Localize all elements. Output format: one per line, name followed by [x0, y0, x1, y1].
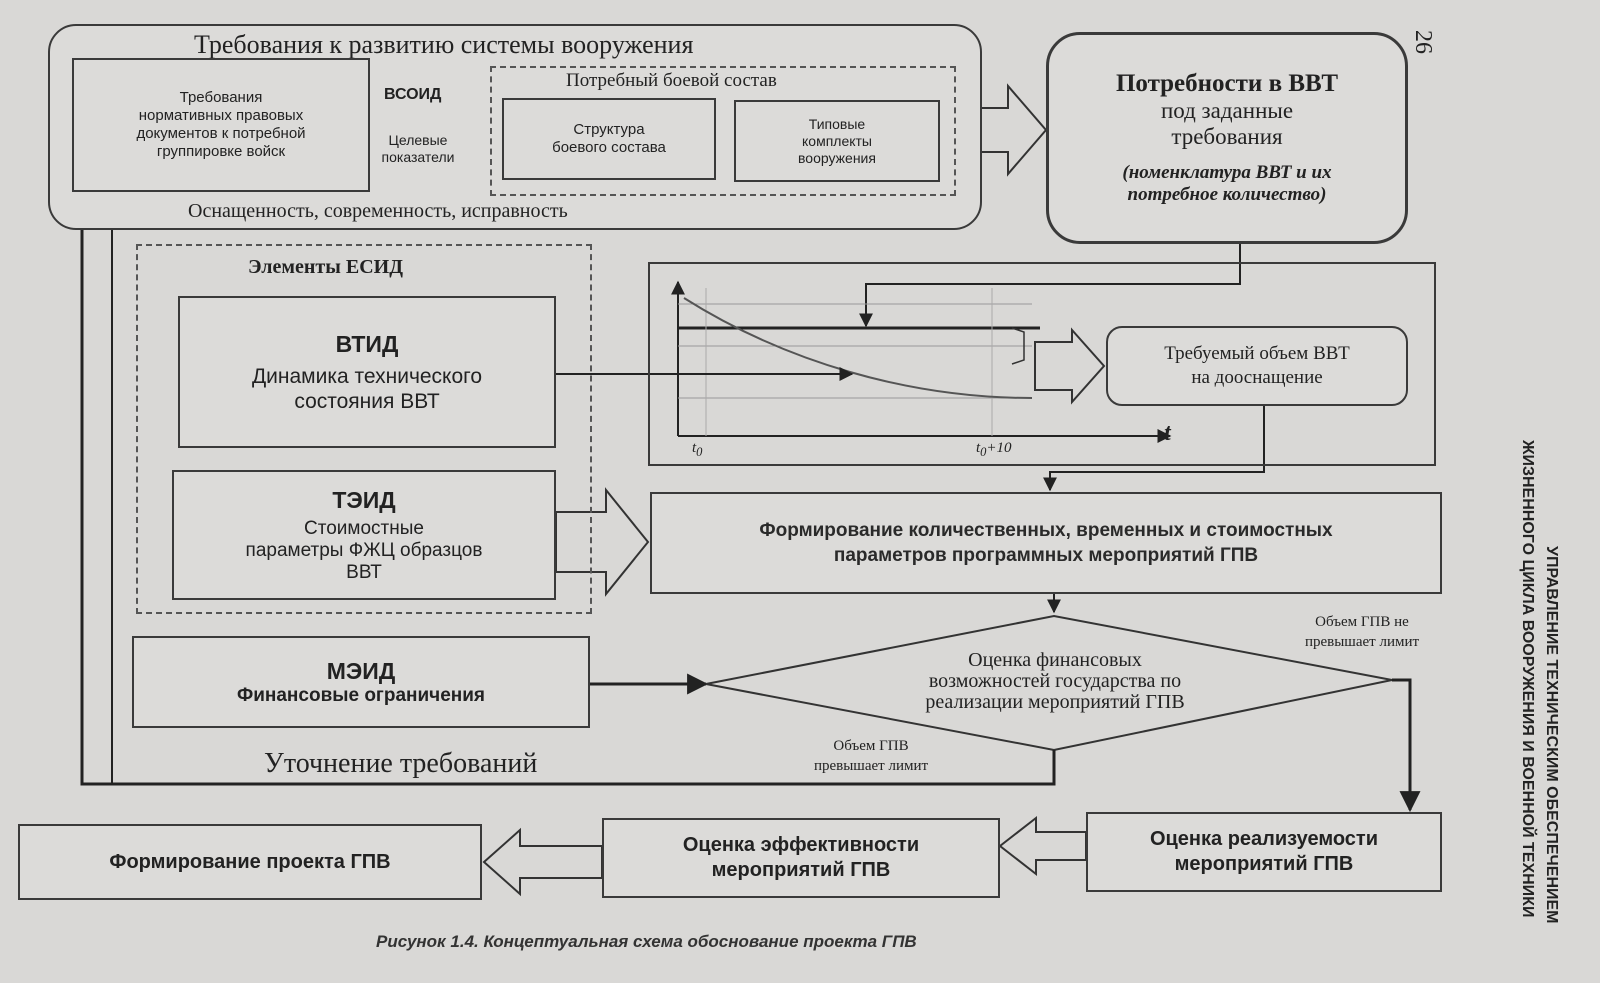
meid-text: Финансовые ограничения: [236, 684, 486, 706]
normative-line-3: документов к потребной: [136, 125, 306, 142]
sets-line-3: вооружения: [798, 149, 876, 166]
combat-composition-group: [490, 66, 956, 196]
teid-line-2: параметры ФЖЦ образцов: [245, 539, 483, 561]
needs-note-2: потребное количество): [1127, 184, 1327, 205]
forming-line-1: Формирование количественных, временных и…: [759, 520, 1333, 541]
graph-axis-t: t: [1164, 420, 1171, 446]
line-diamond-to-feasibility: [1392, 678, 1421, 813]
needs-subtitle-2: требования: [1171, 124, 1283, 149]
sets-line-1: Типовые: [808, 115, 866, 132]
feasibility-line-1: Оценка реализуемости: [1149, 828, 1379, 850]
required-line-1: Требуемый объем ВВТ: [1164, 343, 1350, 364]
sets-line-2: комплекты: [802, 132, 872, 149]
forming-project-box: Формирование проекта ГПВ: [18, 824, 482, 900]
requirements-title: Требования к развитию системы вооружения: [194, 30, 694, 59]
exceeds-line-1: Объем ГПВ: [833, 738, 909, 754]
arrow-label-vsoid: ВСОИД: [384, 86, 442, 103]
structure-box: Структура боевого состава: [502, 98, 716, 180]
diamond-line-1: Оценка финансовых: [968, 649, 1142, 671]
required-volume-box: Требуемый объем ВВТ на дооснащение: [1106, 326, 1408, 406]
normative-docs-box: Требования нормативных правовых документ…: [72, 58, 370, 192]
efficiency-line-1: Оценка эффективности: [682, 834, 920, 856]
efficiency-line-2: мероприятий ГПВ: [711, 859, 891, 881]
not-exceeds-line-1: Объем ГПВ не: [1315, 614, 1409, 630]
not-exceeds-line-2: превышает лимит: [1304, 634, 1420, 650]
bracket-label: Оснащенность, современность, исправность: [186, 200, 570, 223]
diamond-line-3: реализации мероприятий ГПВ: [925, 691, 1185, 713]
teid-box: ТЭИД Стоимостные параметры ФЖЦ образцов …: [172, 470, 556, 600]
normative-line-1: Требования: [179, 89, 263, 106]
t10-main: t: [976, 440, 981, 456]
vtid-line-2: состояния ВВТ: [294, 389, 440, 413]
esid-title: Элементы ЕСИД: [248, 256, 403, 278]
weapon-sets-box: Типовые комплекты вооружения: [734, 100, 940, 182]
vtid-code: ВТИД: [335, 330, 399, 357]
forming-line-2: параметров программных мероприятий ГПВ: [833, 545, 1259, 566]
t0-sub: 0: [696, 445, 703, 459]
targets-line-2: показатели: [381, 149, 455, 165]
t10-sub: 0: [980, 445, 987, 459]
targets-line-1: Целевые: [388, 132, 448, 148]
esid-group: [136, 244, 592, 614]
diamond-line-2: возможностей государства по: [928, 670, 1182, 692]
graph-label-t0: t0: [692, 440, 702, 460]
required-line-2: на дооснащение: [1191, 367, 1323, 388]
graph-frame: [648, 262, 1436, 466]
meid-code: МЭИД: [326, 657, 396, 684]
running-head-line2: ЖИЗНЕННОГО ЦИКЛА ВООРУЖЕНИЯ И ВОЕННОЙ ТЕ…: [1519, 440, 1536, 918]
page-number: 26: [1410, 30, 1436, 54]
combat-composition-title: Потребный боевой состав: [566, 70, 777, 91]
t0-main: t: [692, 440, 697, 456]
hollow-arrow-efficiency-to-project: [482, 827, 603, 897]
normative-line-4: группировке войск: [156, 143, 286, 160]
needs-subtitle-1: под заданные: [1160, 98, 1294, 123]
hollow-arrow-feasibility-to-efficiency: [998, 815, 1087, 877]
vtid-line-1: Динамика технического: [251, 364, 483, 388]
exceeds-line-2: превышает лимит: [813, 758, 929, 774]
running-head-line1: УПРАВЛЕНИЕ ТЕХНИЧЕСКИМ ОБЕСПЕЧЕНИЕМ: [1543, 546, 1560, 924]
refine-requirements-label: Уточнение требований: [264, 748, 538, 779]
teid-line-3: ВВТ: [346, 561, 382, 583]
t10-suffix: +10: [986, 440, 1012, 456]
diamond-text: Оценка финансовых возможностей государст…: [850, 650, 1260, 713]
structure-line-2: боевого состава: [552, 139, 666, 156]
graph-label-t10: t0+10: [976, 440, 1012, 460]
feasibility-line-2: мероприятий ГПВ: [1174, 853, 1354, 875]
teid-line-1: Стоимостные: [304, 517, 424, 539]
needs-title: Потребности в ВВТ: [1115, 70, 1339, 97]
label-not-exceeds: Объем ГПВ не превышает лимит: [1272, 612, 1452, 652]
normative-line-2: нормативных правовых: [138, 107, 304, 124]
label-exceeds: Объем ГПВ превышает лимит: [776, 736, 966, 776]
vtid-box: ВТИД Динамика технического состояния ВВТ: [178, 296, 556, 448]
teid-code: ТЭИД: [332, 486, 396, 513]
meid-box: МЭИД Финансовые ограничения: [132, 636, 590, 728]
needs-note-1: (номенклатура ВВТ и их: [1122, 162, 1332, 183]
arrow-label-targets: Целевые показатели: [374, 132, 462, 166]
efficiency-box: Оценка эффективности мероприятий ГПВ: [602, 818, 1000, 898]
structure-line-1: Структура: [573, 121, 645, 138]
needs-box: Потребности в ВВТ под заданные требовани…: [1046, 32, 1408, 244]
forming-parameters-box: Формирование количественных, временных и…: [650, 492, 1442, 594]
figure-caption: Рисунок 1.4. Концептуальная схема обосно…: [376, 932, 917, 951]
feasibility-box: Оценка реализуемости мероприятий ГПВ: [1086, 812, 1442, 892]
